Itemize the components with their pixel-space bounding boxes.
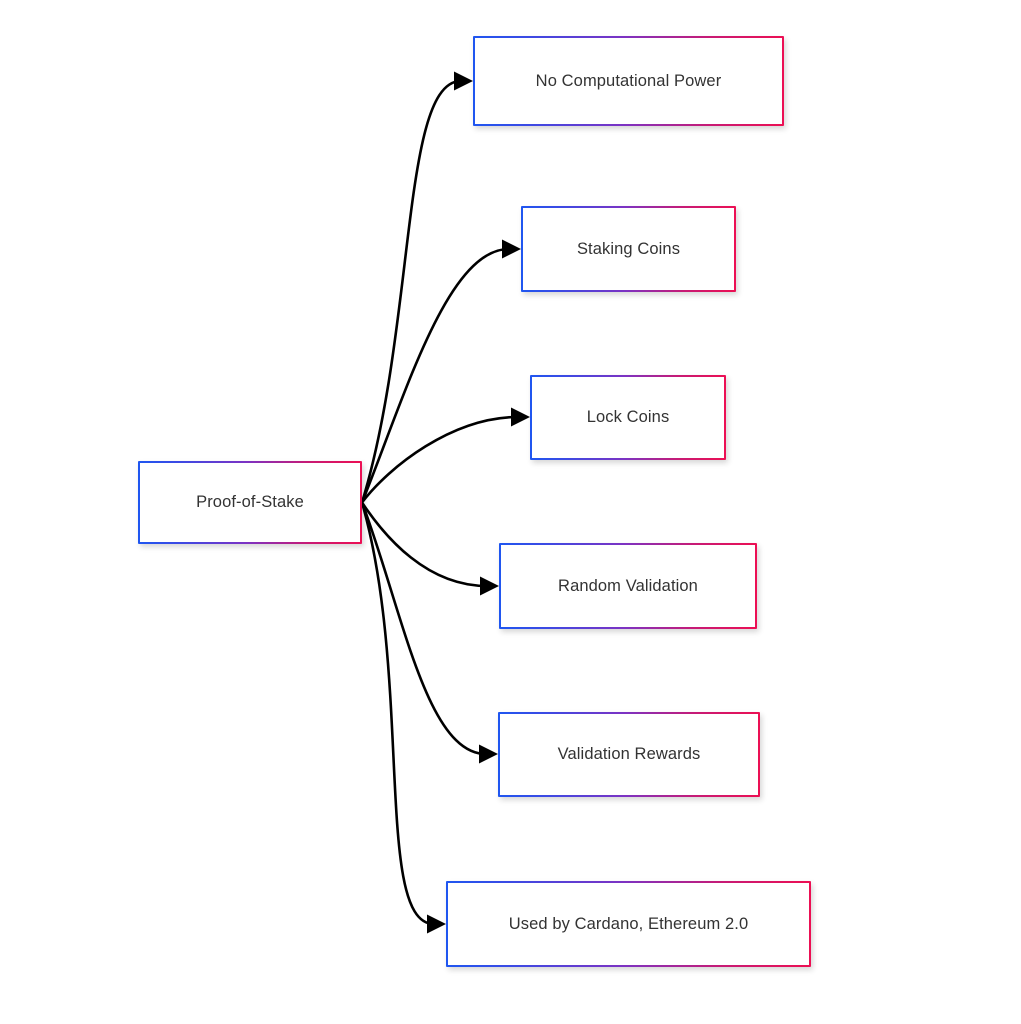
arrowhead-icon xyxy=(511,407,530,427)
node-label: Proof-of-Stake xyxy=(196,493,304,511)
node-label: Staking Coins xyxy=(576,239,681,258)
node-label: Used by Cardano, Ethereum 2.0 xyxy=(508,914,749,933)
edge-root-to-no-computational-power xyxy=(360,79,463,504)
node-random-validation[interactable]: Random Validation xyxy=(499,543,757,629)
arrowhead-icon xyxy=(480,576,499,596)
arrowhead-icon xyxy=(427,914,446,934)
arrowhead-icon xyxy=(454,71,473,91)
node-label: No Computational Power xyxy=(535,71,722,90)
node-validation-rewards[interactable]: Validation Rewards xyxy=(498,712,760,797)
edge-root-to-used-by-cardano-ethereum xyxy=(360,501,436,926)
node-staking-coins[interactable]: Staking Coins xyxy=(521,206,736,292)
arrowhead-icon xyxy=(502,239,521,259)
edge-root-to-staking-coins xyxy=(360,247,511,504)
arrowhead-icon xyxy=(479,744,498,764)
node-used-by-cardano-ethereum[interactable]: Used by Cardano, Ethereum 2.0 xyxy=(446,881,811,967)
edge-root-to-validation-rewards xyxy=(360,501,488,756)
edge-root-to-lock-coins xyxy=(360,415,520,504)
root-node-root[interactable]: Proof-of-Stake xyxy=(138,461,362,544)
node-label: Random Validation xyxy=(558,576,698,595)
node-label: Lock Coins xyxy=(586,408,670,426)
node-label: Validation Rewards xyxy=(557,745,701,763)
edge-root-to-random-validation xyxy=(360,501,489,588)
node-no-computational-power[interactable]: No Computational Power xyxy=(473,36,784,126)
node-lock-coins[interactable]: Lock Coins xyxy=(530,375,726,460)
